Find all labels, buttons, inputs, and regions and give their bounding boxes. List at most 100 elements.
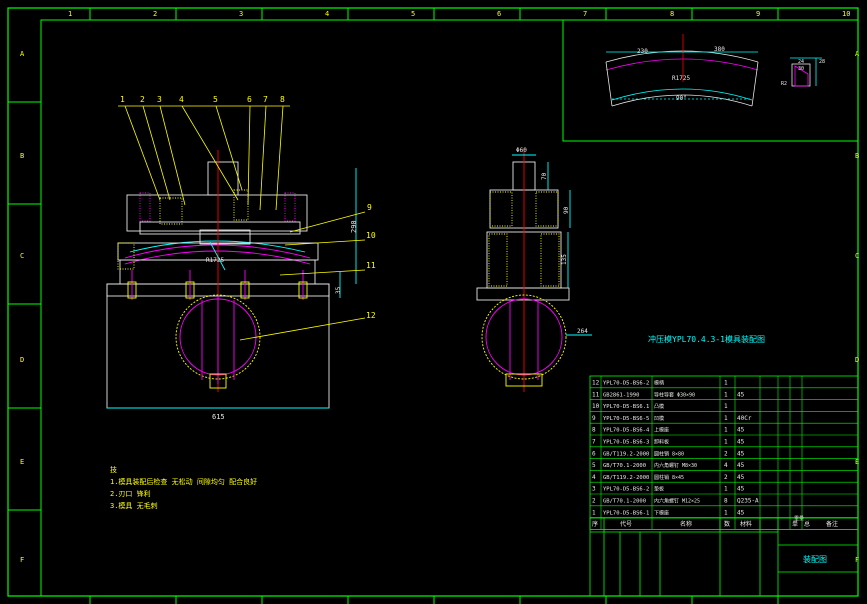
blank-dim-angle: 90° [676,95,687,102]
grid-row-label-right: D [855,356,859,364]
sect-dim-r: R2 [781,81,787,87]
bom-frame [589,375,859,530]
bom-material: 40Cr [737,415,752,422]
bom-no: 9 [592,415,596,422]
part-balloon: 3 [157,95,162,104]
side-dim-70: 70 [541,172,548,180]
bom-qty: 1 [724,509,728,516]
bom-no: 6 [592,450,596,457]
bom-no: 8 [592,427,596,434]
bom-qty: 1 [724,415,728,422]
blank-dim-radius: R1725 [672,75,690,82]
grid-col-label: 7 [583,10,587,18]
bom-code: YPL70-D5-BS6-4 [603,428,650,434]
bom-code: YPL70-D5-BS6-5 [603,416,649,422]
bom-header-cell: 序 [592,520,598,528]
bom-part-name: 导柱导套 Φ30×90 [654,391,695,398]
leader-lines [118,105,366,341]
section-detail [790,57,822,87]
bom-material: 45 [737,509,745,516]
grid-col-label: 4 [325,10,329,18]
grid-row-label: F [20,556,24,564]
part-balloon: 6 [247,95,252,104]
grid-col-label: 5 [411,10,415,18]
tech-note-line: 2.刃口 锋利 [110,489,151,498]
bom-qty: 1 [724,403,728,410]
bom-no: 11 [592,391,600,398]
bom-header-cell: 单 [792,520,798,528]
bom-material: 45 [737,462,745,469]
part-balloon: 10 [366,231,376,240]
bom-header-weight: 重量 [794,515,804,522]
bom-no: 4 [592,474,596,481]
part-balloon: 12 [366,311,376,320]
bom-code: YPL70-D5-BS6-1 [603,510,649,516]
bom-header-cell: 数 [724,520,730,528]
bom-no: 1 [592,509,596,516]
sect-dim-28: 28 [819,59,825,65]
part-balloon: 7 [263,95,268,104]
part-balloon: 9 [367,203,372,212]
bom-code: YPL70-D5-BS6.1 [603,404,649,410]
grid-row-label-right: B [855,152,859,160]
part-balloon: 11 [366,261,376,270]
grid-row-label-right: C [855,252,859,260]
bom-code: GB/T119.2-2000 [603,451,649,457]
blank-detail-box [562,19,859,142]
bom-code: GB2861-1990 [603,392,639,398]
blank-detail [605,34,759,107]
bom-material: 45 [737,486,745,493]
grid-row-label-right: F [855,556,859,564]
bom-no: 2 [592,498,596,505]
part-balloon: 2 [140,95,145,104]
tech-note-line: 1.模具装配后检查 无松动 间隙均匀 配合良好 [110,477,257,486]
bom-no: 12 [592,380,600,387]
tech-note-line: 3.模具 无毛刺 [110,501,158,510]
drawing-title-note: 冲压模YPL70.4.3-1模具装配图 [648,334,765,344]
bom-material: 45 [737,439,745,446]
bom-row: 1 YPL70-D5-BS6-1 下模座 1 45 [592,509,745,516]
side-dim-dia: Φ60 [516,147,527,154]
bom-material: 45 [737,474,745,481]
bom-code: YPL70-D5-BS6-3 [603,440,649,446]
bom-part-name: 圆柱销 8×80 [654,450,684,457]
sect-dim-24: 24 [798,59,804,65]
side-dim-135: 135 [561,254,568,265]
bom-part-name: 下模座 [654,509,669,516]
grid-row-label: C [20,252,24,260]
grid-col-label: 3 [239,10,243,18]
bom-header-cell: 名称 [680,520,692,528]
bom-no: 5 [592,462,596,469]
bom-code: GB/T119.2-2000 [603,475,649,481]
side-view [476,148,592,392]
bom-qty: 8 [724,498,728,505]
bom-no: 7 [592,439,596,446]
grid-col-label: 9 [756,10,760,18]
bom-qty: 2 [724,474,728,481]
grid-col-label: 10 [842,10,850,18]
part-balloon: 5 [213,95,218,104]
bom-material: 45 [737,427,745,434]
bom-qty: 1 [724,391,728,398]
grid-row-label: D [20,356,24,364]
bom-code: YPL70-D5-BS6-2 [603,381,649,387]
side-dim-264: 264 [577,328,588,335]
bom-material: 45 [737,450,745,457]
title-block-name: 装配图 [803,554,827,564]
sect-dim-30: 30 [798,66,804,72]
grid-row-label: E [20,458,24,466]
bom-part-name: 内六角螺钉 M12×25 [654,498,700,505]
bom-code: GB/T70.1-2000 [603,463,646,469]
grid-row-label-right: E [855,458,859,466]
side-dim-90: 90 [563,206,570,214]
bom-header-cell: 备注 [826,520,838,528]
bom-part-name: 凹模 [654,415,664,422]
bom-header-cell: 代号 [620,520,632,528]
bom-qty: 1 [724,486,728,493]
